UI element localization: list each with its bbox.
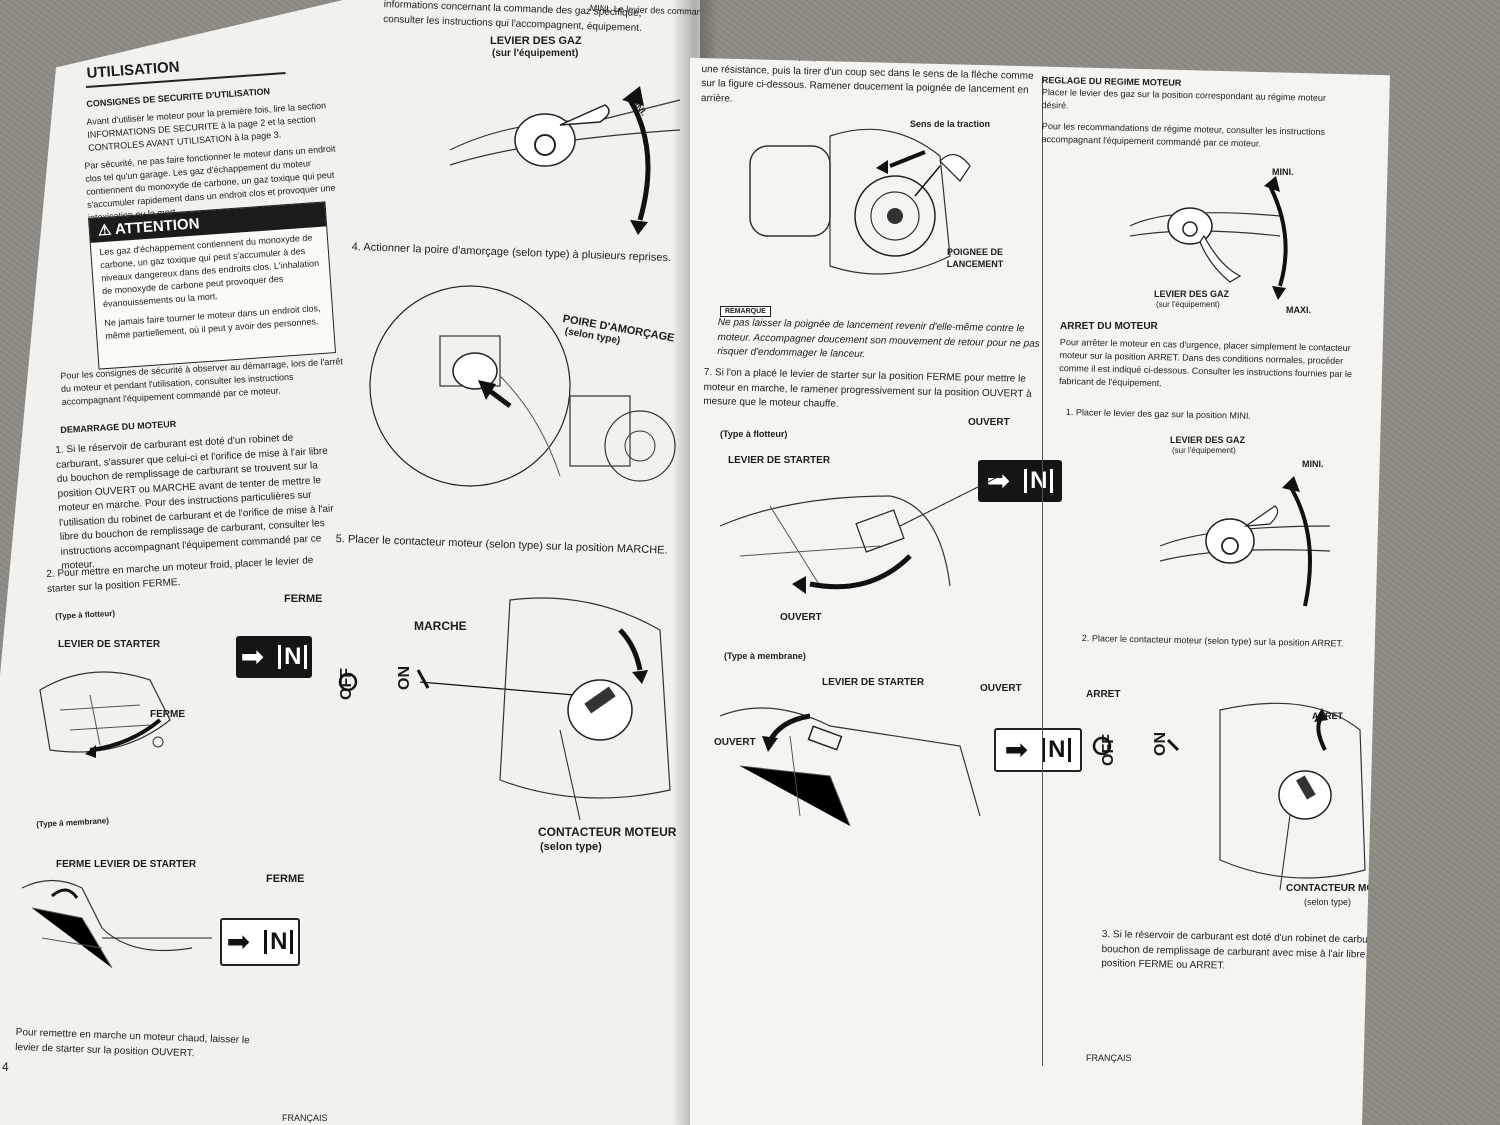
mid-switch-sub: (selon type): [540, 841, 602, 853]
speed-mini: MINI.: [1272, 167, 1294, 177]
left-float-type: (Type à flotteur): [55, 608, 116, 621]
left-footer: FRANÇAIS: [282, 1113, 328, 1123]
marche-label: MARCHE: [414, 619, 467, 633]
left-membrane-choke-label: LEVIER DE STARTER: [94, 859, 197, 870]
step-7: 7. Si l'on a placé le levier de starter …: [703, 366, 1032, 410]
speed-maxi: MAXI.: [1286, 305, 1312, 315]
arret-label: ARRET: [1086, 689, 1121, 700]
right-membrane-ouvert-left: OUVERT: [714, 737, 756, 748]
pull-direction-label: Sens de la traction: [910, 119, 991, 129]
right-float-open-symbol: ➡ N: [978, 460, 1062, 502]
warning-box: ⚠ ATTENTION Les gaz d'échappement contie…: [88, 201, 337, 370]
arrow-right-icon: ➡: [240, 641, 265, 672]
arret-label-drawing: ARRET: [1312, 711, 1343, 721]
note-tag: REMARQUE: [720, 306, 771, 317]
choke-icon: N: [264, 930, 294, 954]
left-membrane-ferme-top: FERME: [266, 873, 305, 885]
speed-para-2: Pour les recommandations de régime moteu…: [1041, 120, 1326, 149]
speed-throttle-drawing: [1130, 176, 1288, 300]
left-choke-closed-symbol: ➡ N: [236, 636, 312, 678]
left-page: UTILISATION CONSIGNES DE SECURITE D'UTIL…: [0, 0, 700, 1125]
starter-grip-label: POIGNEE DE LANCEMENT: [946, 247, 1004, 270]
mid-throttle-drawing: [450, 86, 681, 235]
speed-throttle-sub: (sur l'équipement): [1156, 300, 1220, 309]
right-membrane-ouvert-top: OUVERT: [980, 683, 1022, 694]
right-footer: FRANÇAIS: [1086, 1053, 1132, 1063]
choke-icon: N: [1024, 469, 1054, 493]
stop-step-2: 2. Placer le contacteur moteur (selon ty…: [1081, 632, 1344, 649]
start-step-1: 1. Si le réservoir de carburant est doté…: [55, 432, 334, 572]
right-membrane-open-symbol: ➡ N: [994, 728, 1082, 772]
recoil-starter-drawing: [749, 128, 971, 275]
right-membrane-choke-drawing: [719, 707, 981, 826]
warm-start-text: Pour remettre en marche un moteur chaud,…: [15, 1026, 250, 1059]
arrow-right-icon: ➡: [226, 926, 251, 957]
choke-icon: N: [1042, 738, 1072, 762]
stop-switch-label: CONTACTEUR MOTEUR: [1286, 883, 1390, 894]
stop-mini: MINI.: [1302, 459, 1324, 469]
right-float-choke-label: LEVIER DE STARTER: [728, 455, 831, 466]
left-membrane-ferme-label: FERME: [56, 859, 91, 870]
stop-throttle-drawing: [1160, 476, 1331, 607]
right-float-ouvert-arrow: OUVERT: [780, 612, 822, 623]
start-heading: DEMARRAGE DU MOTEUR: [60, 418, 177, 435]
stop-throttle-label: LEVIER DES GAZ: [1170, 435, 1246, 445]
speed-throttle-label: LEVIER DES GAZ: [1154, 289, 1230, 299]
right-float-type: (Type à flotteur): [720, 429, 788, 439]
stop-step-3: 3. Si le réservoir de carburant est doté…: [1101, 928, 1390, 972]
arrow-right-icon: ➡: [1004, 734, 1029, 765]
ignition-switch-drawing: [338, 597, 671, 821]
stop-para: Pour arrêter le moteur en cas d'urgence,…: [1058, 336, 1353, 389]
mid-throttle-label: LEVIER DES GAZ: [490, 35, 582, 47]
left-float-choke-label: LEVIER DE STARTER: [58, 639, 161, 650]
mid-throttle-sub: (sur l'équipement): [492, 48, 579, 59]
note-text: Ne pas laisser la poignée de lancement r…: [717, 316, 1040, 361]
primer-drawing: [369, 285, 676, 487]
stop-heading: ARRET DU MOTEUR: [1060, 321, 1158, 332]
stop-step-1: 1. Placer le levier des gaz sur la posit…: [1065, 406, 1252, 421]
stop-switch-drawing: [1092, 702, 1366, 891]
right-float-ouvert-top: OUVERT: [968, 417, 1010, 428]
left-membrane-type: (Type à membrane): [36, 816, 110, 829]
right-float-choke-drawing: [719, 475, 1000, 594]
mid-switch-label: CONTACTEUR MOTEUR: [538, 825, 677, 839]
column-divider: [1042, 76, 1043, 1066]
left-membrane-choke-symbol: ➡ N: [220, 918, 300, 966]
stop-throttle-sub: (sur l'équipement): [1172, 446, 1236, 455]
choke-icon: N: [278, 645, 308, 669]
speed-para-1: Placer le levier des gaz sur la position…: [1041, 86, 1327, 111]
mid-step-5: 5. Placer le contacteur moteur (selon ty…: [335, 532, 668, 557]
right-page: 6. Tirer doucement la poignée de lanceme…: [690, 57, 1390, 1125]
arrow-right-icon: ➡: [986, 465, 1011, 496]
right-membrane-type: (Type à membrane): [724, 651, 806, 661]
stop-switch-sub: (selon type): [1304, 897, 1352, 907]
left-page-number: 4: [2, 1060, 9, 1074]
left-float-ferme-top: FERME: [284, 593, 323, 605]
left-membrane-choke-drawing: [21, 879, 212, 969]
left-float-choke-drawing: [39, 671, 171, 758]
right-membrane-choke-label: LEVIER DE STARTER: [822, 677, 925, 688]
